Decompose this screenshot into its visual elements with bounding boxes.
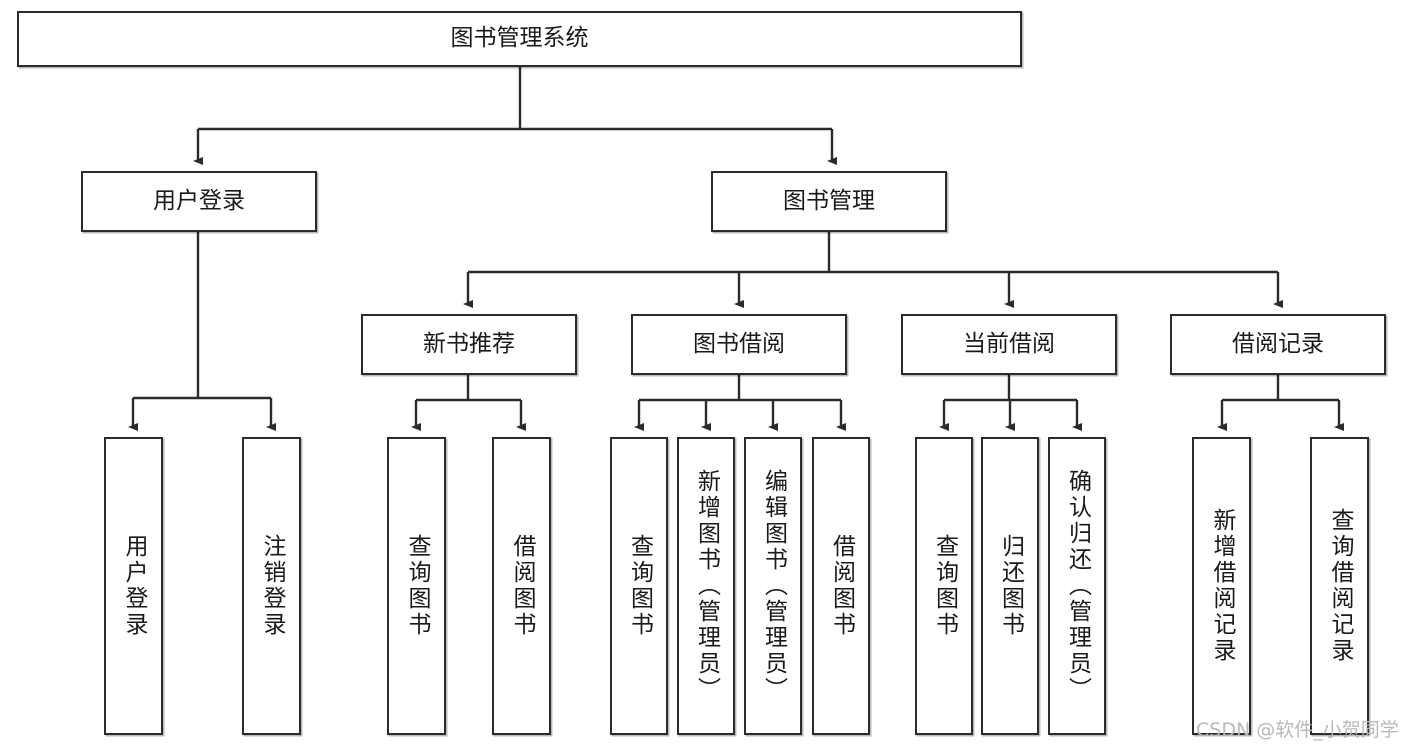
leaf-book-borrow-edit[interactable]: 编辑图书（管理员）: [744, 437, 802, 735]
leaf-label: 借阅图书: [828, 534, 855, 638]
leaf-label: 归还图书: [997, 534, 1024, 638]
leaf-label: 借阅图书: [509, 534, 535, 638]
node-book-management-label: 图书管理: [783, 187, 875, 214]
leaf-label: 查询借阅记录: [1327, 508, 1353, 664]
leaf-label: 查询图书: [626, 534, 653, 638]
node-borrow-record-label: 借阅记录: [1232, 330, 1324, 357]
leaf-label: 新增图书（管理员）: [693, 469, 720, 703]
leaf-book-borrow-add[interactable]: 新增图书（管理员）: [677, 437, 735, 735]
leaf-borrow-record-query[interactable]: 查询借阅记录: [1310, 437, 1369, 735]
node-user-login[interactable]: 用户登录: [81, 171, 317, 232]
leaf-current-borrow-confirm-return[interactable]: 确认归还（管理员）: [1048, 437, 1106, 735]
node-book-management[interactable]: 图书管理: [711, 171, 947, 232]
leaf-label: 查询图书: [404, 534, 430, 638]
node-current-borrow-label: 当前借阅: [963, 330, 1055, 357]
node-root[interactable]: 图书管理系统: [17, 11, 1022, 67]
leaf-book-borrow-borrow[interactable]: 借阅图书: [812, 437, 870, 735]
leaf-current-borrow-query[interactable]: 查询图书: [915, 437, 973, 735]
leaf-new-book-borrow[interactable]: 借阅图书: [492, 437, 551, 735]
node-book-borrow-label: 图书借阅: [693, 330, 785, 357]
node-book-borrow[interactable]: 图书借阅: [631, 314, 847, 375]
node-user-login-label: 用户登录: [153, 187, 245, 214]
leaf-user-login-login[interactable]: 用户登录: [104, 437, 163, 735]
leaf-label: 编辑图书（管理员）: [760, 469, 787, 703]
leaf-label: 注销登录: [259, 534, 285, 638]
leaf-user-login-logout[interactable]: 注销登录: [242, 437, 301, 735]
leaf-label: 查询图书: [931, 534, 958, 638]
leaf-book-borrow-query[interactable]: 查询图书: [610, 437, 668, 735]
leaf-new-book-query[interactable]: 查询图书: [387, 437, 446, 735]
node-root-label: 图书管理系统: [450, 25, 589, 52]
leaf-borrow-record-add[interactable]: 新增借阅记录: [1192, 437, 1251, 735]
leaf-label: 确认归还（管理员）: [1064, 469, 1091, 703]
node-current-borrow[interactable]: 当前借阅: [901, 314, 1117, 375]
node-borrow-record[interactable]: 借阅记录: [1170, 314, 1386, 375]
leaf-current-borrow-return[interactable]: 归还图书: [981, 437, 1039, 735]
node-new-book-recommend-label: 新书推荐: [423, 330, 515, 357]
leaf-label: 用户登录: [121, 534, 147, 638]
leaf-label: 新增借阅记录: [1209, 508, 1235, 664]
node-new-book-recommend[interactable]: 新书推荐: [361, 314, 577, 375]
